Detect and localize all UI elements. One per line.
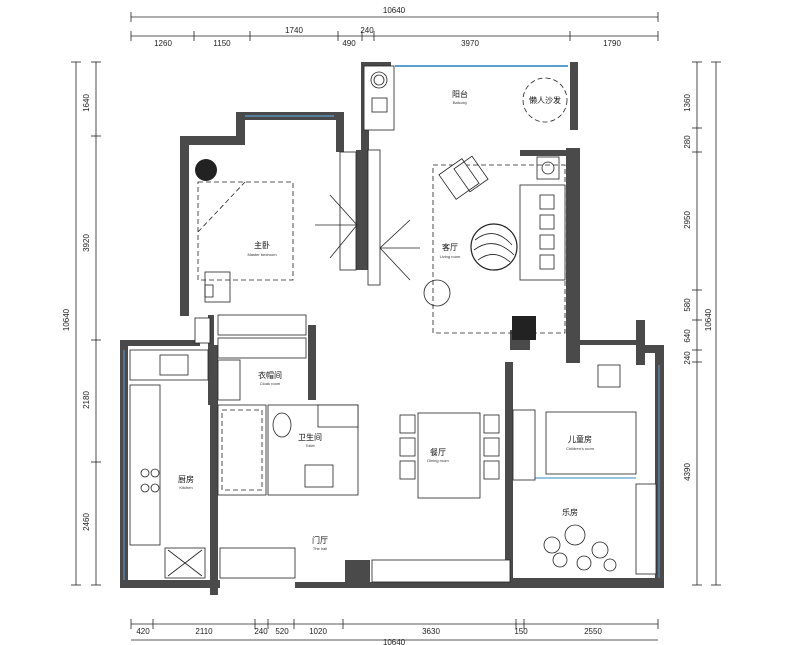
left-total-dimension: 10640 [62, 308, 71, 331]
hall-sublabel: The hall [313, 546, 327, 551]
living-room: 客厅 Living room [367, 149, 566, 340]
hall: 门厅 The hall [219, 535, 511, 583]
bottom-dimension-7: 150 [514, 627, 528, 636]
bottom-dimension-1: 420 [136, 627, 150, 636]
left-dimension-2: 3920 [82, 234, 91, 252]
master-bedroom-sublabel: Master bedroom [247, 252, 277, 257]
balcony-sublabel: Balcony [453, 100, 467, 105]
balcony-area: 懒人沙发 阳台 Balcony [363, 65, 568, 131]
top-dimension-7: 1790 [603, 39, 621, 48]
side-table [423, 279, 451, 307]
cloakroom-sublabel: Cloak room [260, 381, 281, 386]
living-room-sublabel: Living room [440, 254, 461, 259]
top-dimensions: 10640 1260 1150 1740 490 240 3970 1790 [130, 6, 659, 48]
balcony-label: 阳台 [452, 89, 468, 99]
windows [123, 65, 660, 580]
bedroom-wardrobe [339, 151, 357, 271]
dining-room: 餐厅 Dining room [399, 412, 500, 499]
right-dimension-6: 240 [683, 351, 692, 365]
left-dimension-4: 2460 [82, 513, 91, 531]
musician-figure [564, 524, 586, 546]
music-room: 乐房 [543, 483, 657, 575]
bottom-dimension-4: 520 [275, 627, 289, 636]
walls [120, 62, 664, 595]
bed-outline [197, 181, 294, 281]
master-bedroom-label: 主卧 [254, 240, 270, 250]
top-dimension-2: 1150 [213, 39, 231, 48]
toilet-label: 卫生间 [298, 432, 322, 442]
right-dimension-7: 4390 [683, 463, 692, 481]
top-total-dimension: 10640 [383, 6, 406, 15]
toilet-bowl [272, 412, 292, 438]
hall-label: 门厅 [312, 535, 328, 545]
right-total-dimension: 10640 [704, 308, 713, 331]
right-dimension-4: 580 [683, 298, 692, 312]
kitchen: 厨房 Kitchen [129, 349, 209, 579]
pattern-block [512, 316, 536, 340]
dining-room-sublabel: Dining room [427, 458, 449, 463]
dining-table [417, 412, 481, 499]
left-dimension-3: 2180 [82, 391, 91, 409]
cloakroom-label: 衣帽间 [258, 370, 282, 380]
right-dimension-3: 2950 [683, 211, 692, 229]
top-dimension-4: 490 [342, 39, 356, 48]
bottom-dimension-3: 240 [254, 627, 268, 636]
music-room-label: 乐房 [562, 507, 578, 517]
plant-icon [195, 159, 217, 181]
left-dimension-1: 1640 [82, 94, 91, 112]
top-dimension-5: 240 [360, 26, 374, 35]
bottom-dimensions: 420 2110 240 520 1020 3630 150 2550 1064… [130, 619, 659, 645]
dining-room-label: 餐厅 [430, 448, 446, 457]
master-bedroom: 主卧 Master bedroom [195, 151, 358, 303]
right-dimension-2: 280 [683, 135, 692, 149]
childrens-room-label: 儿童房 [568, 434, 592, 444]
right-dimension-5: 640 [683, 329, 692, 343]
lazy-sofa-outline [522, 77, 568, 123]
child-bed [545, 411, 637, 475]
childrens-room: 儿童房 Children's room [512, 364, 637, 481]
living-room-label: 客厅 [442, 242, 458, 252]
bottom-dimension-6: 3630 [422, 627, 440, 636]
lazy-sofa-label: 懒人沙发 [529, 95, 561, 105]
cloakroom: 衣帽间 Cloak room [194, 314, 307, 401]
childrens-room-sublabel: Children's room [566, 446, 595, 451]
bottom-dimension-2: 2110 [195, 627, 213, 636]
left-dimensions: 1640 3920 2180 2460 10640 [62, 61, 101, 586]
top-dimension-6: 3970 [461, 39, 479, 48]
bottom-dimension-8: 2550 [584, 627, 602, 636]
top-dimension-1: 1260 [154, 39, 172, 48]
kitchen-sublabel: Kitchen [179, 485, 192, 490]
toilet-sublabel: Toilet [305, 443, 315, 448]
right-dimensions: 1360 280 2950 580 640 240 4390 10640 [683, 61, 721, 586]
armchair [438, 155, 489, 200]
bottom-total-dimension: 10640 [383, 638, 406, 645]
top-dimension-3: 1740 [285, 26, 303, 35]
kitchen-label: 厨房 [178, 474, 194, 484]
right-dimension-1: 1360 [683, 94, 692, 112]
toilet-room: 卫生间 Toilet [217, 404, 359, 496]
bottom-dimension-5: 1020 [309, 627, 327, 636]
sofa [519, 184, 566, 281]
